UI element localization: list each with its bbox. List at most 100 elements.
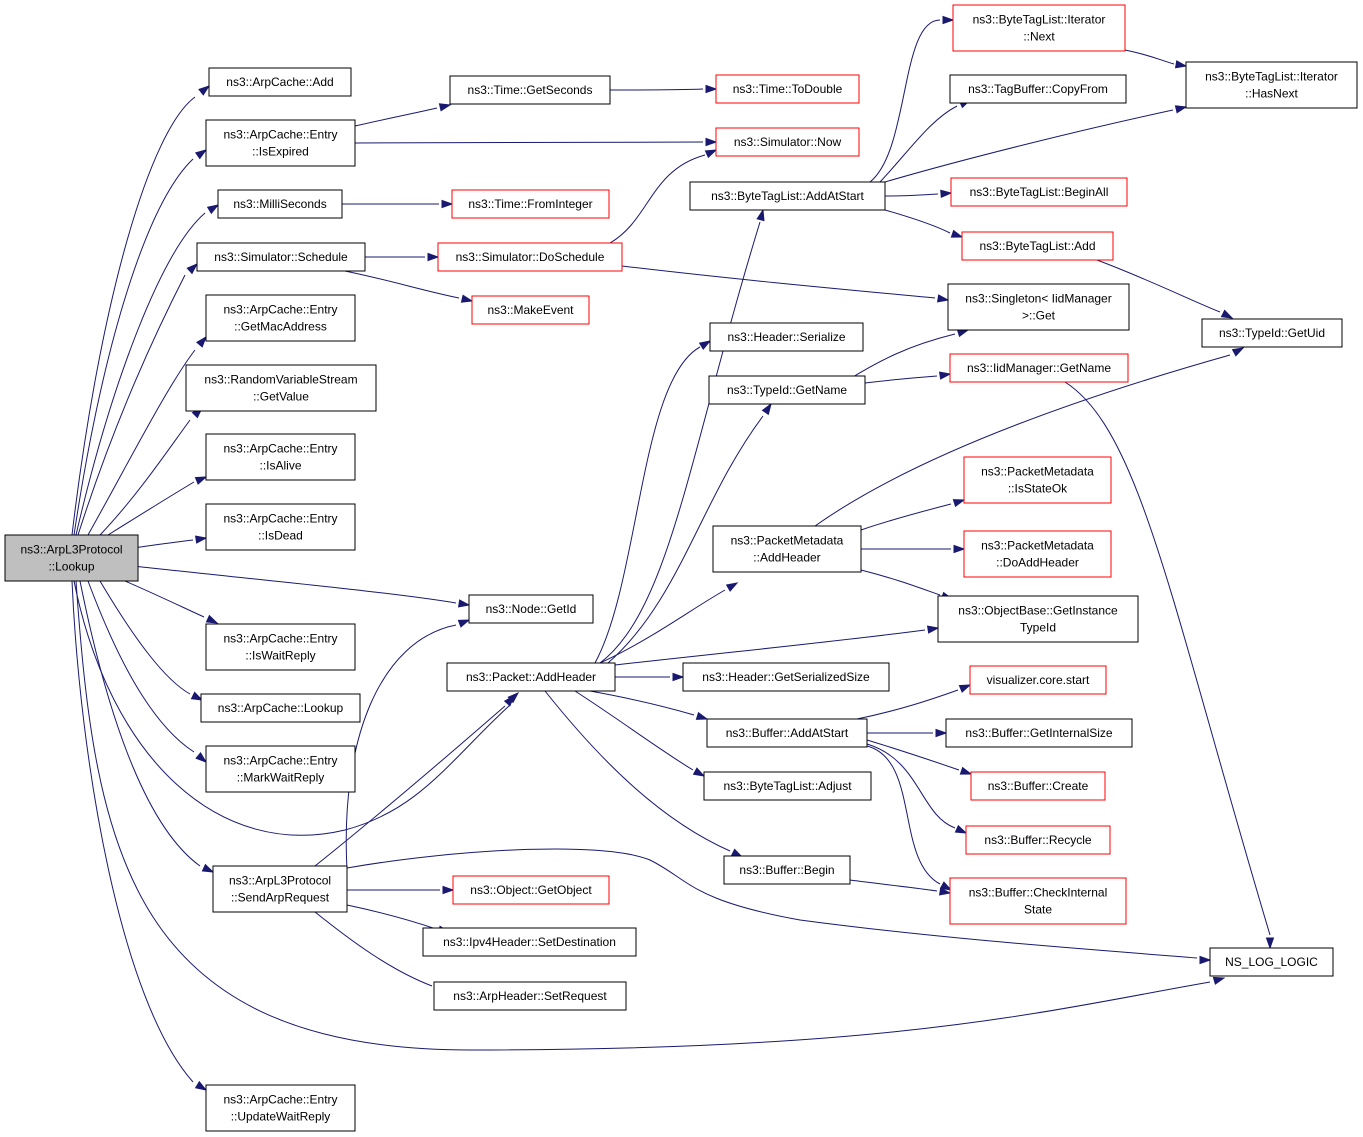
node-label: ::IsExpired [252,145,309,159]
node-box [185,364,377,412]
call-edge-23 [621,265,936,299]
node-getobject[interactable]: ns3::Object::GetObject [452,875,610,905]
node-buffer-create[interactable]: ns3::Buffer::Create [970,771,1106,801]
node-label: ns3::MilliSeconds [233,197,326,211]
node-getuid[interactable]: ns3::TypeId::GetUid [1201,318,1343,348]
arrowhead-1 [194,149,208,160]
node-getinternalsize[interactable]: ns3::Buffer::GetInternalSize [945,718,1133,748]
node-isstateok[interactable]: ns3::PacketMetadata::IsStateOk [963,456,1112,504]
node-label: ns3::Buffer::Begin [739,863,834,877]
call-edge-26 [346,848,1198,959]
node-typeid-getname[interactable]: ns3::TypeId::GetName [708,375,866,405]
node-label: ns3::ByteTagList::BeginAll [970,185,1109,199]
node-label: ns3::Time::ToDouble [733,82,843,96]
node-label: ns3::MakeEvent [487,303,574,317]
node-btl-add[interactable]: ns3::ByteTagList::Add [961,231,1114,261]
arrowhead-30 [756,208,765,222]
call-edge-40 [879,105,958,183]
node-cache-lookup[interactable]: ns3::ArpCache::Lookup [200,693,361,723]
node-isexpired[interactable]: ns3::ArpCache::Entry::IsExpired [205,119,356,167]
node-addheader[interactable]: ns3::Packet::AddHeader [446,662,616,692]
node-label: ns3::TagBuffer::CopyFrom [968,82,1108,96]
call-edge-45 [1096,259,1221,313]
node-schedule[interactable]: ns3::Simulator::Schedule [196,242,366,272]
node-iter-next[interactable]: ns3::ByteTagList::Iterator::Next [952,4,1126,52]
node-getseconds[interactable]: ns3::Time::GetSeconds [449,75,611,105]
node-label: ns3::Buffer::CheckInternal [969,886,1108,900]
node-getvalue[interactable]: ns3::RandomVariableStream::GetValue [185,364,377,412]
arrowhead-50 [952,499,966,508]
node-getmac[interactable]: ns3::ArpCache::Entry::GetMacAddress [205,294,356,342]
call-edge-2 [75,212,206,536]
node-copyfrom[interactable]: ns3::TagBuffer::CopyFrom [949,74,1127,104]
arrowhead-55 [959,766,973,775]
node-label: ns3::ArpHeader::SetRequest [453,989,607,1003]
node-box [205,503,356,551]
node-makeevent[interactable]: ns3::MakeEvent [471,295,590,325]
node-buffer-recycle[interactable]: ns3::Buffer::Recycle [965,825,1111,855]
node-frominteger[interactable]: ns3::Time::FromInteger [451,189,610,219]
arrowhead-13 [457,599,471,608]
node-box [468,594,594,624]
node-addatstart-btl[interactable]: ns3::ByteTagList::AddAtStart [689,181,886,211]
node-markwait[interactable]: ns3::ArpCache::Entry::MarkWaitReply [205,745,356,793]
node-isdead[interactable]: ns3::ArpCache::Entry::IsDead [205,503,356,551]
node-sendarp[interactable]: ns3::ArpL3Protocol::SendArpRequest [212,865,348,913]
node-box [452,875,610,905]
node-box [433,981,627,1011]
arrowhead-51 [953,544,966,554]
node-box [952,4,1126,52]
call-edge-48 [1064,381,1271,936]
node-milliseconds[interactable]: ns3::MilliSeconds [217,189,343,219]
node-box [4,534,139,582]
node-getserializedsize[interactable]: ns3::Header::GetSerializedSize [682,662,890,692]
node-buffer-addatstart[interactable]: ns3::Buffer::AddAtStart [706,718,868,748]
node-cache-add[interactable]: ns3::ArpCache::Add [208,67,352,97]
node-label: ::HasNext [1245,87,1298,101]
node-getid[interactable]: ns3::Node::GetId [468,594,594,624]
node-viz-start[interactable]: visualizer.core.start [969,665,1107,695]
node-label: ::Next [1023,30,1055,44]
node-btl-adjust[interactable]: ns3::ByteTagList::Adjust [703,771,872,801]
node-label: ns3::ArpCache::Entry [223,754,337,768]
arrowhead-26 [1199,955,1212,965]
node-iswaitreply[interactable]: ns3::ArpCache::Entry::IsWaitReply [205,623,356,671]
node-beginall[interactable]: ns3::ByteTagList::BeginAll [950,177,1128,207]
node-pm-addheader[interactable]: ns3::PacketMetadata::AddHeader [712,525,862,573]
arrowhead-57 [939,881,953,891]
node-label: ns3::ArpCache::Entry [223,303,337,317]
node-serialize[interactable]: ns3::Header::Serialize [709,322,864,352]
node-isalive[interactable]: ns3::ArpCache::Entry::IsAlive [205,433,356,481]
arrowhead-58 [938,887,952,896]
node-singleton-get[interactable]: ns3::Singleton< IidManager>::Get [947,283,1130,331]
node-box [949,353,1129,383]
node-iid-getname[interactable]: ns3::IidManager::GetName [949,353,1129,383]
arrowhead-2 [206,204,220,215]
node-doschedule[interactable]: ns3::Simulator::DoSchedule [437,242,623,272]
node-label: ns3::Object::GetObject [470,883,592,897]
node-label: ::DoAddHeader [996,556,1079,570]
node-doaddheader[interactable]: ns3::PacketMetadata::DoAddHeader [963,530,1112,578]
node-label: >::Get [1022,309,1056,323]
node-lookup-root[interactable]: ns3::ArpL3Protocol::Lookup [4,534,139,582]
node-todouble[interactable]: ns3::Time::ToDouble [715,74,860,104]
node-label: ns3::PacketMetadata [981,465,1094,479]
arrowhead-45 [1220,309,1234,319]
arrowhead-12 [194,1080,208,1091]
node-iter-hasnext[interactable]: ns3::ByteTagList::Iterator::HasNext [1185,61,1358,109]
call-edge-22 [609,154,706,244]
arrowhead-31 [698,340,712,351]
node-label: ns3::ByteTagList::Iterator [1205,70,1338,84]
node-ns-log-logic[interactable]: NS_LOG_LOGIC [1209,947,1334,977]
node-label: visualizer.core.start [987,673,1090,687]
node-box [689,181,886,211]
node-box [217,189,343,219]
node-buffer-begin[interactable]: ns3::Buffer::Begin [723,855,851,885]
node-setrequest[interactable]: ns3::ArpHeader::SetRequest [433,981,627,1011]
node-updatewait[interactable]: ns3::ArpCache::Entry::UpdateWaitReply [205,1084,356,1132]
arrowhead-27 [442,885,455,895]
node-setdest[interactable]: ns3::Ipv4Header::SetDestination [422,927,637,957]
node-now[interactable]: ns3::Simulator::Now [715,127,860,157]
